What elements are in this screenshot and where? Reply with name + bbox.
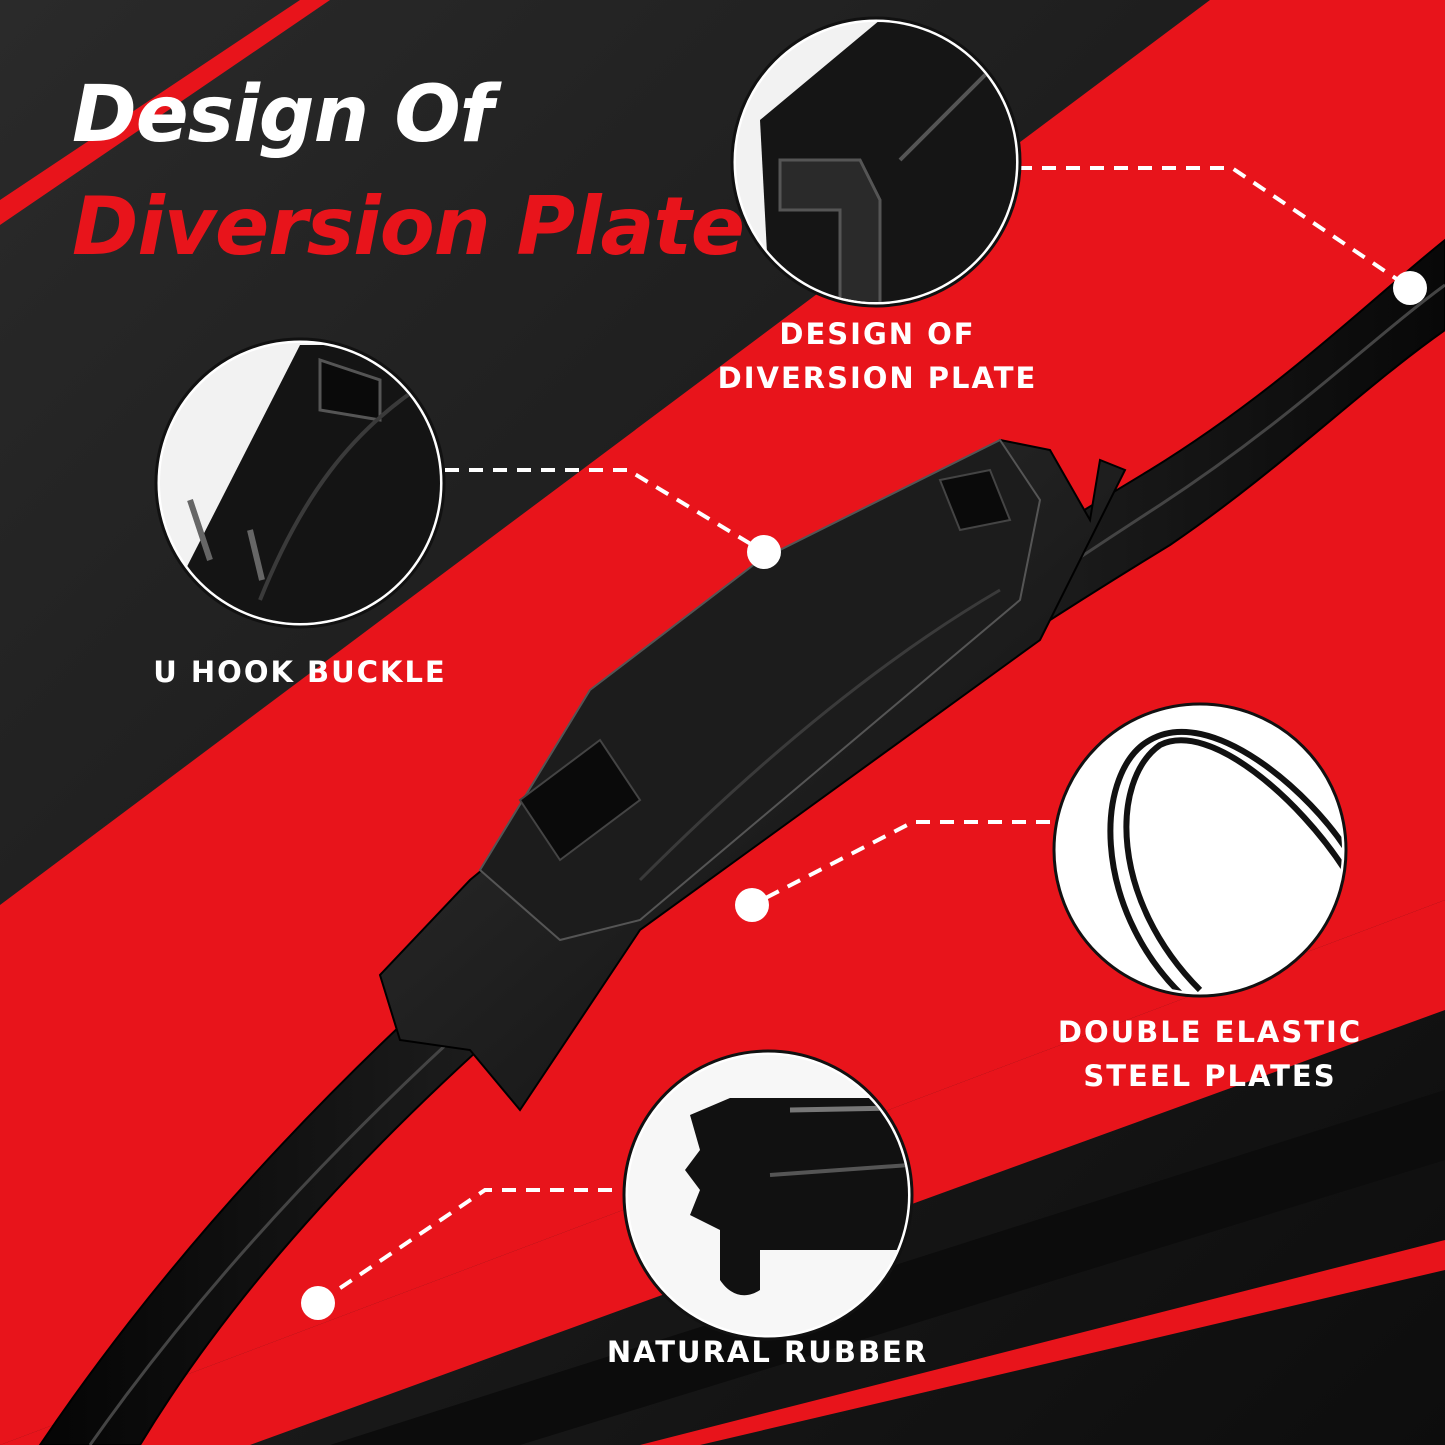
callout-diversion-line-1: DESIGN OF [779, 317, 976, 351]
detail-circle-u-hook [154, 337, 446, 629]
connector-rubber [316, 1188, 612, 1305]
marker-dot-diversion [1393, 271, 1427, 305]
rear-clip [938, 468, 1012, 532]
detail-circle-natural-rubber [622, 1049, 914, 1341]
callout-steel-line-2: STEEL PLATES [1083, 1059, 1337, 1093]
marker-dot-rubber [301, 1286, 335, 1320]
headline-line-1: Design Of [72, 70, 494, 160]
red-accent-stripe [0, 0, 330, 225]
callout-diversion-plate: DESIGN OF DIVERSION PLATE [710, 312, 1045, 400]
callout-steel-plates: DOUBLE ELASTIC STEEL PLATES [1050, 1010, 1370, 1098]
connector-lines [316, 166, 1412, 1305]
detail-circle-diversion-plate [730, 16, 1022, 308]
callout-uhook-line-1: U HOOK BUCKLE [153, 655, 447, 689]
marker-dot-uhook [747, 535, 781, 569]
callout-rubber-line-1: NATURAL RUBBER [606, 1335, 929, 1369]
housing-groove [638, 588, 1001, 882]
callout-u-hook-buckle: U HOOK BUCKLE [140, 650, 460, 694]
red-thin-stripe [640, 1240, 1445, 1445]
callout-diversion-line-2: DIVERSION PLATE [717, 361, 1038, 395]
marker-dot-steel [735, 888, 769, 922]
headline-line-2: Diversion Plate [72, 180, 745, 273]
callout-natural-rubber: NATURAL RUBBER [595, 1330, 940, 1374]
callout-steel-line-1: DOUBLE ELASTIC [1057, 1015, 1363, 1049]
connector-uhook [445, 468, 766, 554]
detail-circle-steel-plates [1052, 702, 1348, 998]
adapter-housing [378, 438, 1127, 1112]
hook-slot [518, 738, 642, 862]
